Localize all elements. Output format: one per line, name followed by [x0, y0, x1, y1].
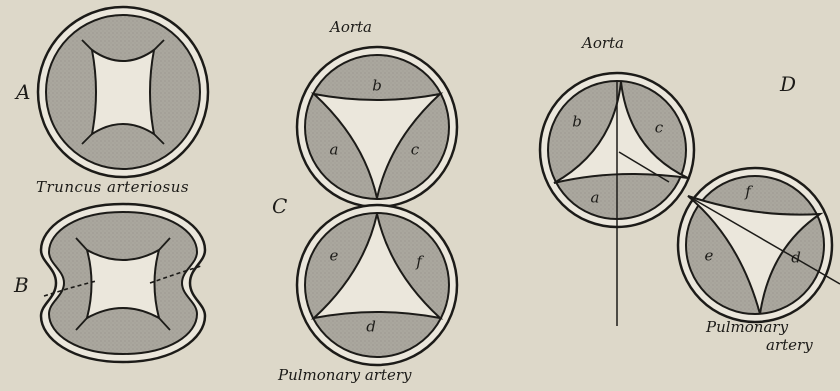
cusp-label-c-pulm-bottom: d	[366, 320, 376, 335]
cusp-label-c-pulm-right: f	[416, 255, 422, 270]
panel-a-lumen	[92, 50, 154, 134]
panel-b-septating-valve	[41, 204, 205, 362]
caption-pulmonary-d-line2: artery	[766, 338, 813, 353]
panel-label-b: B	[14, 275, 29, 295]
panel-a-truncus-valve	[38, 7, 208, 177]
caption-aorta-d: Aorta	[582, 36, 624, 51]
panel-c-aortic-valve	[297, 47, 457, 207]
panel-c-pulmonary-valve	[297, 205, 457, 365]
caption-truncus-arteriosus: Truncus arteriosus	[36, 180, 189, 195]
panel-label-d: D	[780, 74, 796, 94]
cusp-label-c-aorta-left: a	[330, 143, 339, 158]
caption-aorta-c: Aorta	[330, 20, 372, 35]
cusp-label-d-aorta-bottom: a	[591, 191, 600, 206]
panel-label-c: C	[272, 196, 287, 216]
caption-pulmonary-d-line1: Pulmonary	[706, 320, 788, 335]
panel-b-lumen	[87, 250, 159, 318]
panel-d-pulmonary-valve	[678, 168, 840, 322]
cusp-label-c-aorta-right: c	[411, 143, 419, 158]
caption-pulmonary-artery-c: Pulmonary artery	[278, 368, 411, 383]
cusp-label-d-pulm-left: e	[705, 249, 714, 264]
panel-label-a: A	[16, 82, 30, 102]
cusp-label-d-aorta-left: b	[572, 115, 582, 130]
cusp-label-c-aorta-top: b	[372, 79, 382, 94]
cusp-label-d-aorta-right: c	[655, 121, 663, 136]
cusp-label-c-pulm-left: e	[330, 249, 339, 264]
panel-d-aortic-valve	[540, 73, 694, 326]
cusp-label-d-pulm-right: d	[791, 251, 801, 266]
cusp-label-d-pulm-top: f	[745, 185, 751, 200]
